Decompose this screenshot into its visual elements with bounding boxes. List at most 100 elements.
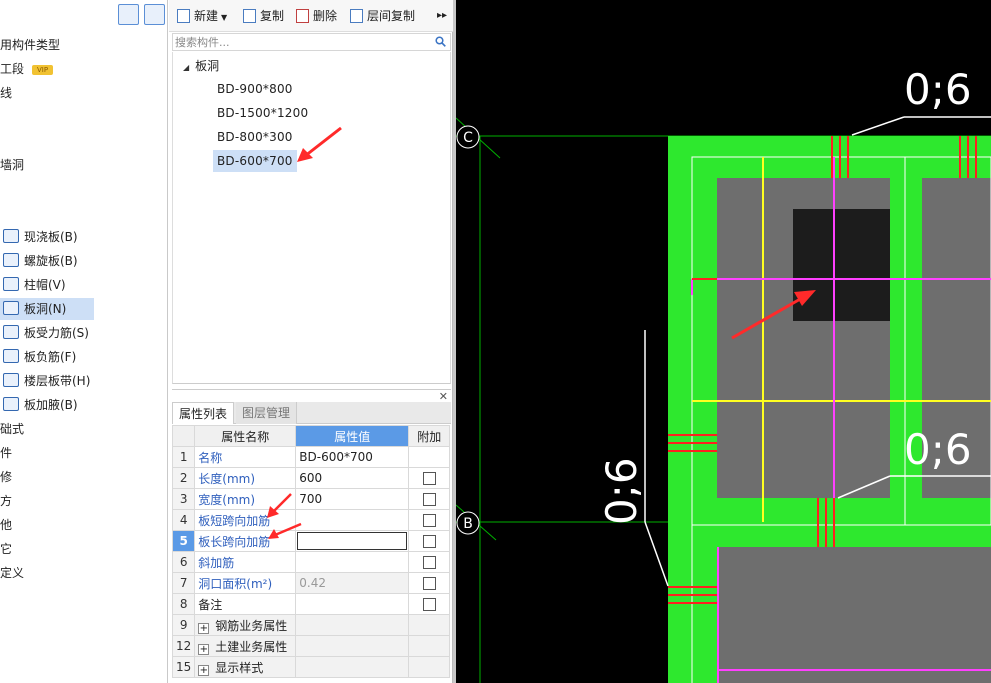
expand-plus-icon[interactable]: +: [198, 622, 210, 634]
dim-label-left[interactable]: 0;6: [597, 457, 646, 525]
prop-value[interactable]: [295, 509, 410, 531]
slab-hole-icon: [3, 301, 19, 315]
prop-value[interactable]: 700: [295, 488, 410, 510]
search-icon[interactable]: [435, 36, 446, 47]
tree-item[interactable]: BD-900*800: [217, 82, 293, 96]
table-row[interactable]: 3 宽度(mm) 700: [171, 488, 451, 510]
dim-leader: [851, 116, 905, 136]
extra-checkbox[interactable]: [422, 514, 436, 527]
table-row[interactable]: 1 名称 BD-600*700: [171, 446, 451, 468]
nav-item-earthwork[interactable]: 方: [0, 494, 13, 508]
nav-item-floor-slab-strip[interactable]: 楼层板带(H): [0, 370, 94, 392]
extra-checkbox[interactable]: [422, 493, 436, 506]
prop-name: 备注: [194, 593, 297, 615]
tree-item-selected[interactable]: BD-600*700: [213, 150, 297, 172]
new-button[interactable]: 新建▼: [177, 7, 227, 25]
nav-item-slab-haunch[interactable]: 板加腋(B): [0, 394, 94, 416]
table-row[interactable]: 7 洞口面积(m²) 0.42: [171, 572, 451, 594]
nav-item-slab-hole[interactable]: 板洞(N): [0, 298, 94, 320]
red-arrow-annotation: [731, 290, 816, 340]
group-name: +钢筋业务属性: [194, 614, 297, 636]
prop-name: 名称: [194, 446, 297, 468]
table-group-row[interactable]: 12 +土建业务属性: [171, 635, 451, 657]
nav-item-other-2[interactable]: 它: [0, 542, 13, 556]
axis-bubble-c[interactable]: [456, 125, 480, 149]
axis-bubble-b[interactable]: [456, 511, 480, 535]
nav-item-cast-slab[interactable]: 现浇板(B): [0, 226, 94, 248]
extra-checkbox[interactable]: [422, 598, 436, 611]
extra-checkbox[interactable]: [422, 577, 436, 590]
prop-value[interactable]: 600: [295, 467, 410, 489]
expand-plus-icon[interactable]: +: [198, 664, 210, 676]
nav-item-spiral-slab[interactable]: 螺旋板(B): [0, 250, 94, 272]
nav-item-slab-main-rebar[interactable]: 板受力筋(S): [0, 322, 94, 344]
selected-hole[interactable]: [793, 209, 890, 321]
prop-value[interactable]: [295, 551, 410, 573]
slab-hole-region[interactable]: [922, 178, 991, 498]
table-group-row[interactable]: 9 +钢筋业务属性: [171, 614, 451, 636]
close-icon[interactable]: ✕: [438, 390, 448, 403]
nav-item-finish[interactable]: 修: [0, 470, 13, 484]
prop-value[interactable]: BD-600*700: [295, 446, 410, 468]
nav-item-custom[interactable]: 定义: [0, 566, 25, 580]
tab-layer-manage[interactable]: 图层管理: [236, 402, 298, 424]
tab-property-list[interactable]: 属性列表: [172, 402, 235, 424]
view-toggle-group: [118, 4, 165, 25]
prop-name: 长度(mm): [194, 467, 297, 489]
nav-item-foundation[interactable]: 础式: [0, 422, 25, 436]
prop-value-editing[interactable]: [295, 530, 410, 552]
nav-item-column-cap[interactable]: 柱帽(V): [0, 274, 94, 296]
nav-item-common-types[interactable]: 用构件类型: [0, 38, 61, 52]
cad-drawing-canvas[interactable]: C B: [456, 0, 991, 683]
table-row[interactable]: 6 斜加筋: [171, 551, 451, 573]
component-tree: ◢板洞 BD-900*800 BD-1500*1200 BD-800*300 B…: [172, 52, 451, 384]
nav-item-line[interactable]: 线: [0, 86, 13, 100]
dim-label-top[interactable]: 0;6: [904, 65, 972, 114]
component-toolbar: 新建▼ 复制 删除 层间复制 ▸▸: [169, 0, 453, 32]
component-list-panel: 新建▼ 复制 删除 层间复制 ▸▸ ◢板洞 BD-900*800 BD-1500…: [169, 0, 453, 683]
tree-item[interactable]: BD-1500*1200: [217, 106, 309, 120]
nav-item-wall-hole[interactable]: 墙洞: [0, 158, 25, 172]
value-edit-input[interactable]: [297, 532, 408, 550]
header-extra: 附加: [408, 425, 451, 447]
table-row[interactable]: 2 长度(mm) 600: [171, 467, 451, 489]
axis-label-b: B: [463, 516, 473, 532]
header-num: [171, 425, 196, 447]
red-arrow-annotation: [297, 126, 342, 162]
slab-strip-icon: [3, 373, 19, 387]
expand-plus-icon[interactable]: +: [198, 643, 210, 655]
table-group-row[interactable]: 15 +显示样式: [171, 656, 451, 678]
detail-view-icon[interactable]: [144, 4, 165, 25]
extra-checkbox[interactable]: [422, 472, 436, 485]
prop-value[interactable]: [295, 593, 410, 615]
nav-item-slab-negative-rebar[interactable]: 板负筋(F): [0, 346, 94, 368]
tree-root-slab-hole[interactable]: ◢板洞: [183, 59, 220, 73]
table-row[interactable]: 4 板短跨向加筋: [171, 509, 451, 531]
list-view-icon[interactable]: [118, 4, 139, 25]
copy-button[interactable]: 复制: [243, 7, 284, 25]
table-row-current[interactable]: 5 板长跨向加筋: [171, 530, 451, 552]
collapse-triangle-icon[interactable]: ◢: [183, 63, 190, 72]
dim-label-mid[interactable]: 0;6: [904, 425, 972, 474]
floor-copy-button[interactable]: 层间复制: [350, 7, 415, 25]
nav-item-member[interactable]: 件: [0, 446, 13, 460]
slab-hole-region[interactable]: [717, 547, 991, 683]
extra-checkbox[interactable]: [422, 556, 436, 569]
extra-checkbox[interactable]: [422, 535, 436, 548]
red-arrow-annotation: [268, 522, 302, 539]
nav-item-other-1[interactable]: 他: [0, 518, 13, 532]
more-tools-icon[interactable]: ▸▸: [437, 10, 448, 21]
red-arrow-annotation: [267, 493, 292, 518]
slab-outline: [691, 156, 991, 526]
slab-main-rebar-icon: [3, 325, 19, 339]
delete-button[interactable]: 删除: [296, 7, 337, 25]
header-value: 属性值: [295, 425, 410, 447]
dim-leader: [837, 475, 891, 499]
table-row[interactable]: 8 备注: [171, 593, 451, 615]
panel-splitter[interactable]: [453, 0, 456, 683]
tree-item[interactable]: BD-800*300: [217, 130, 293, 144]
search-input[interactable]: [173, 34, 428, 50]
rebar-red-group: [668, 136, 977, 604]
